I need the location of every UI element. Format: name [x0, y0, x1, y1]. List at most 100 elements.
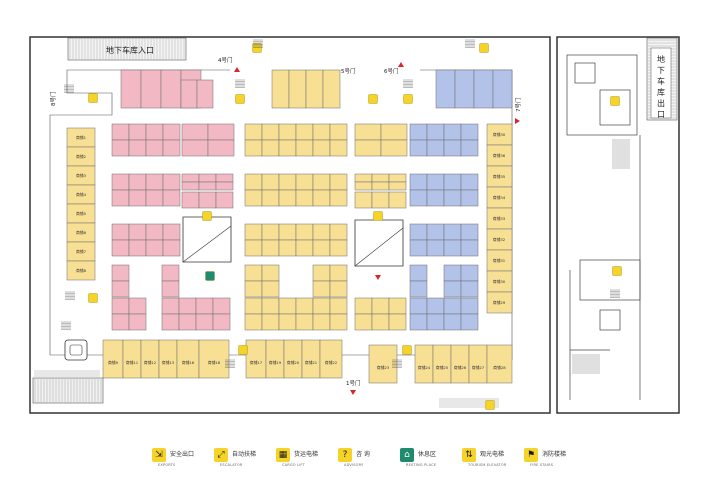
shop-unit[interactable]	[312, 239, 331, 257]
bottom-shop[interactable]: 商铺12	[140, 339, 160, 379]
shop-block-top-pink-2[interactable]	[180, 79, 214, 109]
shop-unit[interactable]	[244, 173, 263, 191]
shop-unit[interactable]	[460, 223, 479, 241]
yellow-block-d2[interactable]	[354, 191, 407, 209]
shop-unit[interactable]	[181, 123, 209, 141]
shop-unit[interactable]	[329, 223, 348, 241]
shop-unit[interactable]	[492, 69, 513, 109]
shop-unit[interactable]	[329, 123, 348, 141]
blue-block-d[interactable]	[409, 264, 428, 298]
shop-unit[interactable]	[409, 264, 428, 282]
shop-unit[interactable]	[460, 297, 479, 315]
pink-block-i[interactable]	[161, 297, 197, 331]
shop-unit[interactable]	[244, 123, 263, 141]
blue-block-b[interactable]	[409, 173, 479, 207]
shop-unit[interactable]	[278, 239, 297, 257]
left-shop[interactable]: 商铺8	[66, 260, 96, 281]
shop-unit[interactable]	[261, 123, 280, 141]
bottom-shop[interactable]: 商铺18	[198, 339, 230, 379]
shop-unit[interactable]	[460, 313, 479, 331]
pink-block-a[interactable]	[111, 123, 181, 157]
shop-unit[interactable]	[312, 123, 331, 141]
shop-unit[interactable]	[161, 313, 180, 331]
shop-unit[interactable]	[312, 139, 331, 157]
shop-unit[interactable]	[161, 297, 180, 315]
bottom-shop[interactable]: 商铺23	[368, 344, 398, 384]
shop-unit[interactable]	[128, 173, 147, 191]
shop-unit[interactable]	[261, 189, 280, 207]
blue-block-a[interactable]	[409, 123, 479, 157]
shop-unit[interactable]	[196, 79, 214, 109]
shop-unit[interactable]	[207, 139, 235, 157]
shop-unit[interactable]	[354, 191, 373, 209]
yellow-block-h[interactable]	[244, 297, 348, 331]
shop-unit[interactable]	[261, 139, 280, 157]
shop-unit[interactable]	[145, 223, 164, 241]
shop-unit[interactable]	[145, 123, 164, 141]
shop-unit[interactable]	[162, 123, 181, 141]
shop-unit[interactable]	[354, 139, 382, 157]
shop-unit[interactable]	[322, 69, 341, 109]
shop-unit[interactable]	[329, 297, 348, 315]
shop-unit[interactable]	[460, 139, 479, 157]
shop-unit[interactable]	[128, 239, 147, 257]
shop-unit[interactable]	[312, 223, 331, 241]
right-shop[interactable]: 商铺36	[486, 144, 513, 167]
shop-unit[interactable]	[244, 313, 263, 331]
shop-unit[interactable]	[207, 123, 235, 141]
shop-unit[interactable]	[388, 191, 407, 209]
shop-unit[interactable]	[161, 264, 180, 282]
shop-unit[interactable]	[111, 313, 130, 331]
left-shop[interactable]: 商铺3	[66, 165, 96, 186]
shop-unit[interactable]	[388, 313, 407, 331]
shop-block-top-blue[interactable]	[435, 69, 513, 109]
bottom-shop[interactable]: 商铺25	[432, 344, 452, 384]
shop-unit[interactable]	[244, 239, 263, 257]
yellow-block-d[interactable]	[354, 173, 407, 191]
shop-unit[interactable]	[460, 264, 479, 282]
shop-unit[interactable]	[312, 280, 331, 298]
shop-unit[interactable]	[178, 313, 197, 331]
shop-unit[interactable]	[161, 280, 180, 298]
shop-unit[interactable]	[443, 264, 462, 282]
bottom-shop[interactable]: 商铺21	[301, 339, 321, 379]
bottom-shop[interactable]: 商铺17	[245, 339, 267, 379]
shop-unit[interactable]	[371, 191, 390, 209]
right-shop[interactable]: 商铺35	[486, 165, 513, 188]
shop-unit[interactable]	[443, 239, 462, 257]
shop-unit[interactable]	[295, 139, 314, 157]
shop-unit[interactable]	[181, 139, 209, 157]
shop-unit[interactable]	[178, 297, 197, 315]
shop-unit[interactable]	[354, 123, 382, 141]
shop-unit[interactable]	[244, 139, 263, 157]
shop-unit[interactable]	[380, 139, 408, 157]
shop-unit[interactable]	[454, 69, 475, 109]
shop-unit[interactable]	[128, 297, 147, 315]
shop-unit[interactable]	[443, 173, 462, 191]
pink-block-b[interactable]	[181, 123, 235, 157]
shop-unit[interactable]	[111, 189, 130, 207]
bottom-shop[interactable]: 商铺27	[468, 344, 488, 384]
shop-unit[interactable]	[295, 297, 314, 315]
shop-unit[interactable]	[460, 239, 479, 257]
shop-unit[interactable]	[198, 181, 217, 191]
shop-unit[interactable]	[329, 264, 348, 282]
shop-unit[interactable]	[371, 173, 390, 183]
shop-unit[interactable]	[162, 189, 181, 207]
pink-block-d[interactable]	[181, 173, 234, 191]
shop-unit[interactable]	[244, 264, 263, 282]
shop-unit[interactable]	[162, 239, 181, 257]
shop-unit[interactable]	[409, 297, 428, 315]
shop-unit[interactable]	[329, 189, 348, 207]
bottom-shop[interactable]: 商铺9	[102, 339, 124, 379]
shop-unit[interactable]	[162, 223, 181, 241]
shop-unit[interactable]	[145, 239, 164, 257]
bottom-shop[interactable]: 商铺19	[265, 339, 285, 379]
shop-unit[interactable]	[244, 223, 263, 241]
shop-unit[interactable]	[426, 297, 445, 315]
bottom-shop[interactable]: 商铺13	[158, 339, 178, 379]
shop-unit[interactable]	[354, 181, 373, 191]
shop-unit[interactable]	[261, 313, 280, 331]
garage-entrance-ramp[interactable]: 地下车库入口	[67, 37, 187, 61]
shop-unit[interactable]	[295, 173, 314, 191]
